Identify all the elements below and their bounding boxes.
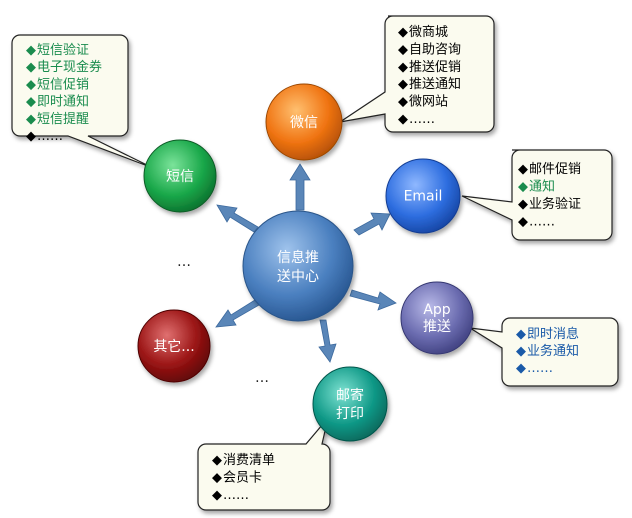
bubble-app-item: 即时消息: [527, 326, 579, 342]
bullet-diamond-icon: ◆: [212, 471, 222, 486]
bubble-wechat-item: 微网站: [409, 95, 448, 110]
bubble-sms-item: 短信验证: [37, 42, 89, 58]
ellipsis-left: …: [177, 254, 191, 270]
bubble-mail-item: 会员卡: [223, 471, 262, 486]
bubble-wechat-item: 推送促销: [409, 60, 461, 75]
node-app-label: 推送: [423, 319, 451, 335]
bubble-email-items: ◆邮件促销◆通知◆业务验证◆……: [518, 162, 581, 230]
node-app-label: App: [423, 302, 450, 318]
bullet-diamond-icon: ◆: [398, 42, 408, 57]
bullet-diamond-icon: ◆: [26, 77, 36, 92]
bubble-email-item: 通知: [529, 179, 555, 195]
bubble-sms: ◆短信验证◆电子现金券◆短信促销◆即时通知◆短信提醒◆……: [11, 34, 154, 169]
bubble-mail-item: ……: [223, 488, 249, 503]
bullet-diamond-icon: ◆: [516, 344, 526, 359]
bubble-app-item: ……: [527, 361, 553, 376]
bubble-app: ◆即时消息◆业务通知◆……: [469, 317, 619, 387]
bubble-sms-items: ◆短信验证◆电子现金券◆短信促销◆即时通知◆短信提醒◆……: [26, 42, 102, 144]
bullet-diamond-icon: ◆: [398, 95, 408, 110]
bubble-sms-item: 电子现金券: [37, 59, 102, 75]
node-sms[interactable]: 短信: [143, 139, 217, 213]
node-mail-label: 打印: [336, 405, 364, 422]
bubble-email-item: 业务验证: [529, 196, 581, 212]
arrow-to-sms: [216, 204, 259, 233]
bubble-wechat-item: 推送通知: [409, 76, 461, 92]
bubble-wechat-item: 微商城: [409, 25, 448, 40]
bubble-sms-item: 即时通知: [37, 94, 89, 110]
bullet-diamond-icon: ◆: [398, 112, 408, 127]
bullet-diamond-icon: ◆: [26, 43, 36, 58]
node-wechat-label: 微信: [290, 115, 318, 131]
bullet-diamond-icon: ◆: [26, 112, 36, 127]
bubble-email-item: ……: [529, 215, 555, 230]
arrow-to-other: [215, 299, 260, 328]
bullet-diamond-icon: ◆: [398, 60, 408, 75]
node-center-label: 信息推: [277, 249, 319, 266]
node-email[interactable]: Email: [385, 158, 461, 234]
bullet-diamond-icon: ◆: [212, 453, 222, 468]
arrow-to-app: [349, 289, 397, 311]
node-sms-label: 短信: [166, 169, 194, 185]
bullet-diamond-icon: ◆: [518, 180, 528, 195]
bubble-sms-item: ……: [37, 129, 63, 144]
arrow-to-email: [353, 212, 391, 236]
bullet-diamond-icon: ◆: [26, 129, 36, 144]
bullet-diamond-icon: ◆: [518, 215, 528, 230]
bubble-mail-items: ◆消费清单◆会员卡◆……: [212, 453, 275, 503]
bubble-email: ◆邮件促销◆通知◆业务验证◆……: [461, 149, 613, 241]
bullet-diamond-icon: ◆: [398, 25, 408, 40]
node-center-label: 送中心: [277, 269, 319, 285]
bubble-app-items: ◆即时消息◆业务通知◆……: [516, 326, 579, 376]
bubble-wechat-item: 自助咨询: [409, 42, 461, 57]
bullet-diamond-icon: ◆: [516, 361, 526, 376]
bullet-diamond-icon: ◆: [26, 60, 36, 75]
arrow-to-mail: [318, 319, 337, 363]
bubble-wechat: ◆微商城◆自助咨询◆推送促销◆推送通知◆微网站◆……: [339, 15, 495, 133]
bubble-wechat-item: ……: [409, 112, 435, 127]
node-other-label: 其它...: [153, 338, 194, 355]
bubble-wechat-items: ◆微商城◆自助咨询◆推送促销◆推送通知◆微网站◆……: [398, 25, 461, 127]
bubble-mail: ◆消费清单◆会员卡◆……: [197, 417, 331, 511]
arrows: [215, 163, 397, 363]
node-mail-label: 邮寄: [336, 387, 364, 404]
node-other[interactable]: 其它...: [137, 309, 211, 383]
node-wechat[interactable]: 微信: [265, 83, 343, 161]
bullet-diamond-icon: ◆: [516, 327, 526, 342]
bullet-diamond-icon: ◆: [518, 197, 528, 212]
arrow-to-wechat: [289, 163, 311, 211]
bubble-sms-item: 短信促销: [37, 77, 89, 92]
node-email-label: Email: [404, 189, 443, 205]
bubble-mail-item: 消费清单: [223, 453, 275, 468]
bubble-app-item: 业务通知: [527, 343, 579, 359]
bullet-diamond-icon: ◆: [212, 488, 222, 503]
bullet-diamond-icon: ◆: [26, 95, 36, 110]
bullet-diamond-icon: ◆: [518, 162, 528, 177]
bubble-email-item: 邮件促销: [529, 162, 581, 177]
bullet-diamond-icon: ◆: [398, 77, 408, 92]
ellipsis-bottom: …: [255, 370, 269, 386]
bubble-sms-item: 短信提醒: [37, 111, 89, 127]
